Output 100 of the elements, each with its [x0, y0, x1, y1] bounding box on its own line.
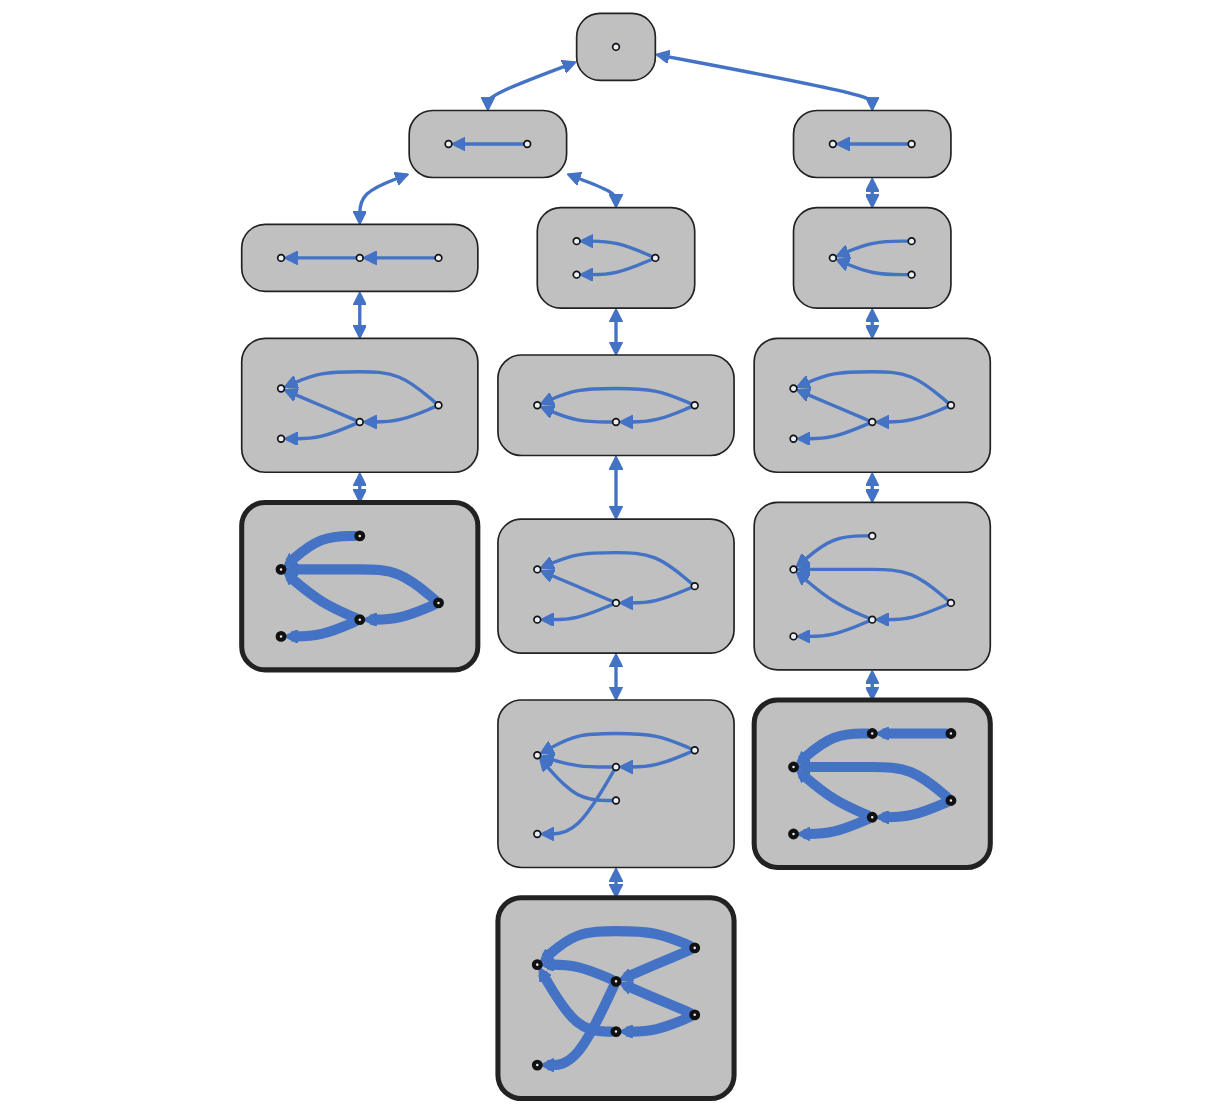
arrow: [618, 585, 693, 611]
node-circle: [444, 139, 453, 149]
node-circle: [533, 751, 542, 760]
node-circle: [868, 417, 877, 427]
node-circle: [531, 1059, 543, 1071]
node-circle: [690, 746, 699, 755]
node-circle: [533, 401, 542, 410]
node-circle: [945, 728, 957, 739]
cluster: [495, 895, 737, 1102]
node-circle: [355, 253, 364, 263]
node-circle: [651, 253, 660, 263]
arrow: [796, 619, 870, 644]
arrow: [451, 136, 524, 152]
arrow: [282, 570, 359, 623]
node-circle: [354, 530, 366, 542]
cluster: [792, 109, 952, 179]
node-circle: [789, 565, 798, 574]
node-circle: [276, 434, 286, 443]
node-circle: [610, 1026, 622, 1038]
arrow: [796, 562, 950, 602]
arrow: [283, 250, 357, 266]
node-circle: [354, 614, 366, 626]
node-circle: [275, 563, 287, 575]
node-circle: [611, 598, 621, 608]
node-circle: [828, 253, 838, 263]
node-circle: [355, 417, 364, 427]
cluster: [575, 12, 657, 82]
arrow: [618, 750, 693, 775]
arrow: [608, 455, 624, 520]
arrow: [618, 1011, 694, 1039]
cluster: [536, 206, 696, 309]
node-circle: [789, 632, 798, 641]
arrow: [795, 728, 869, 766]
node-circle: [789, 434, 798, 443]
arrow: [352, 171, 410, 226]
node-circle: [789, 384, 798, 393]
arrow: [864, 669, 880, 701]
arrow: [539, 386, 693, 406]
node-circle: [275, 630, 287, 642]
arrow: [538, 966, 613, 1037]
node-circle: [611, 42, 621, 52]
node-circle: [533, 565, 542, 574]
arrow: [795, 388, 870, 423]
cluster: [497, 354, 735, 457]
arrow: [874, 797, 950, 825]
node-circle: [611, 762, 621, 772]
arrow: [539, 569, 614, 604]
cluster: [240, 223, 479, 293]
node-circle: [828, 139, 838, 149]
node-circle: [611, 417, 621, 427]
node-circle: [276, 384, 286, 393]
node-circle: [434, 253, 443, 263]
arrow: [864, 308, 880, 339]
arrow: [283, 421, 358, 447]
node-circle: [611, 796, 621, 805]
arrow: [874, 602, 949, 627]
arrow: [618, 980, 694, 1019]
arrow: [618, 944, 694, 983]
arrow: [538, 757, 613, 803]
arrow: [539, 957, 615, 985]
node-circle: [572, 270, 581, 279]
node-circle: [866, 728, 878, 739]
arrow: [283, 370, 437, 405]
node-circle: [572, 236, 581, 246]
arrow: [539, 731, 693, 755]
arrow: [480, 59, 577, 112]
node-circle: [533, 615, 542, 624]
arrow: [579, 233, 653, 259]
node-circle: [690, 401, 699, 410]
arrow: [874, 726, 948, 741]
arrow: [539, 753, 613, 769]
arrow: [539, 769, 616, 842]
arrow: [352, 472, 368, 504]
node-circle: [907, 139, 916, 149]
node-circle: [433, 597, 444, 609]
cluster: [497, 518, 735, 654]
node-circle: [946, 401, 956, 410]
arrow: [835, 257, 909, 277]
arrow: [282, 530, 357, 568]
cluster: [751, 697, 993, 870]
cluster: [497, 699, 735, 869]
arrow: [539, 926, 694, 964]
node-circle: [788, 761, 799, 773]
node-circle: [689, 942, 701, 954]
node-circle: [945, 795, 957, 806]
arrow: [796, 421, 870, 447]
cluster: [792, 206, 952, 309]
arrow: [795, 570, 870, 620]
node-circle: [907, 270, 916, 279]
arrow: [796, 759, 952, 803]
cluster: [753, 501, 992, 671]
node-circle: [690, 581, 699, 591]
arrow: [864, 177, 880, 209]
arrow: [608, 308, 624, 356]
arrow: [539, 982, 620, 1073]
node-circle: [868, 615, 877, 624]
arrow: [655, 49, 880, 112]
arrow: [835, 136, 909, 152]
arrow: [874, 405, 949, 430]
arrow: [362, 405, 437, 430]
